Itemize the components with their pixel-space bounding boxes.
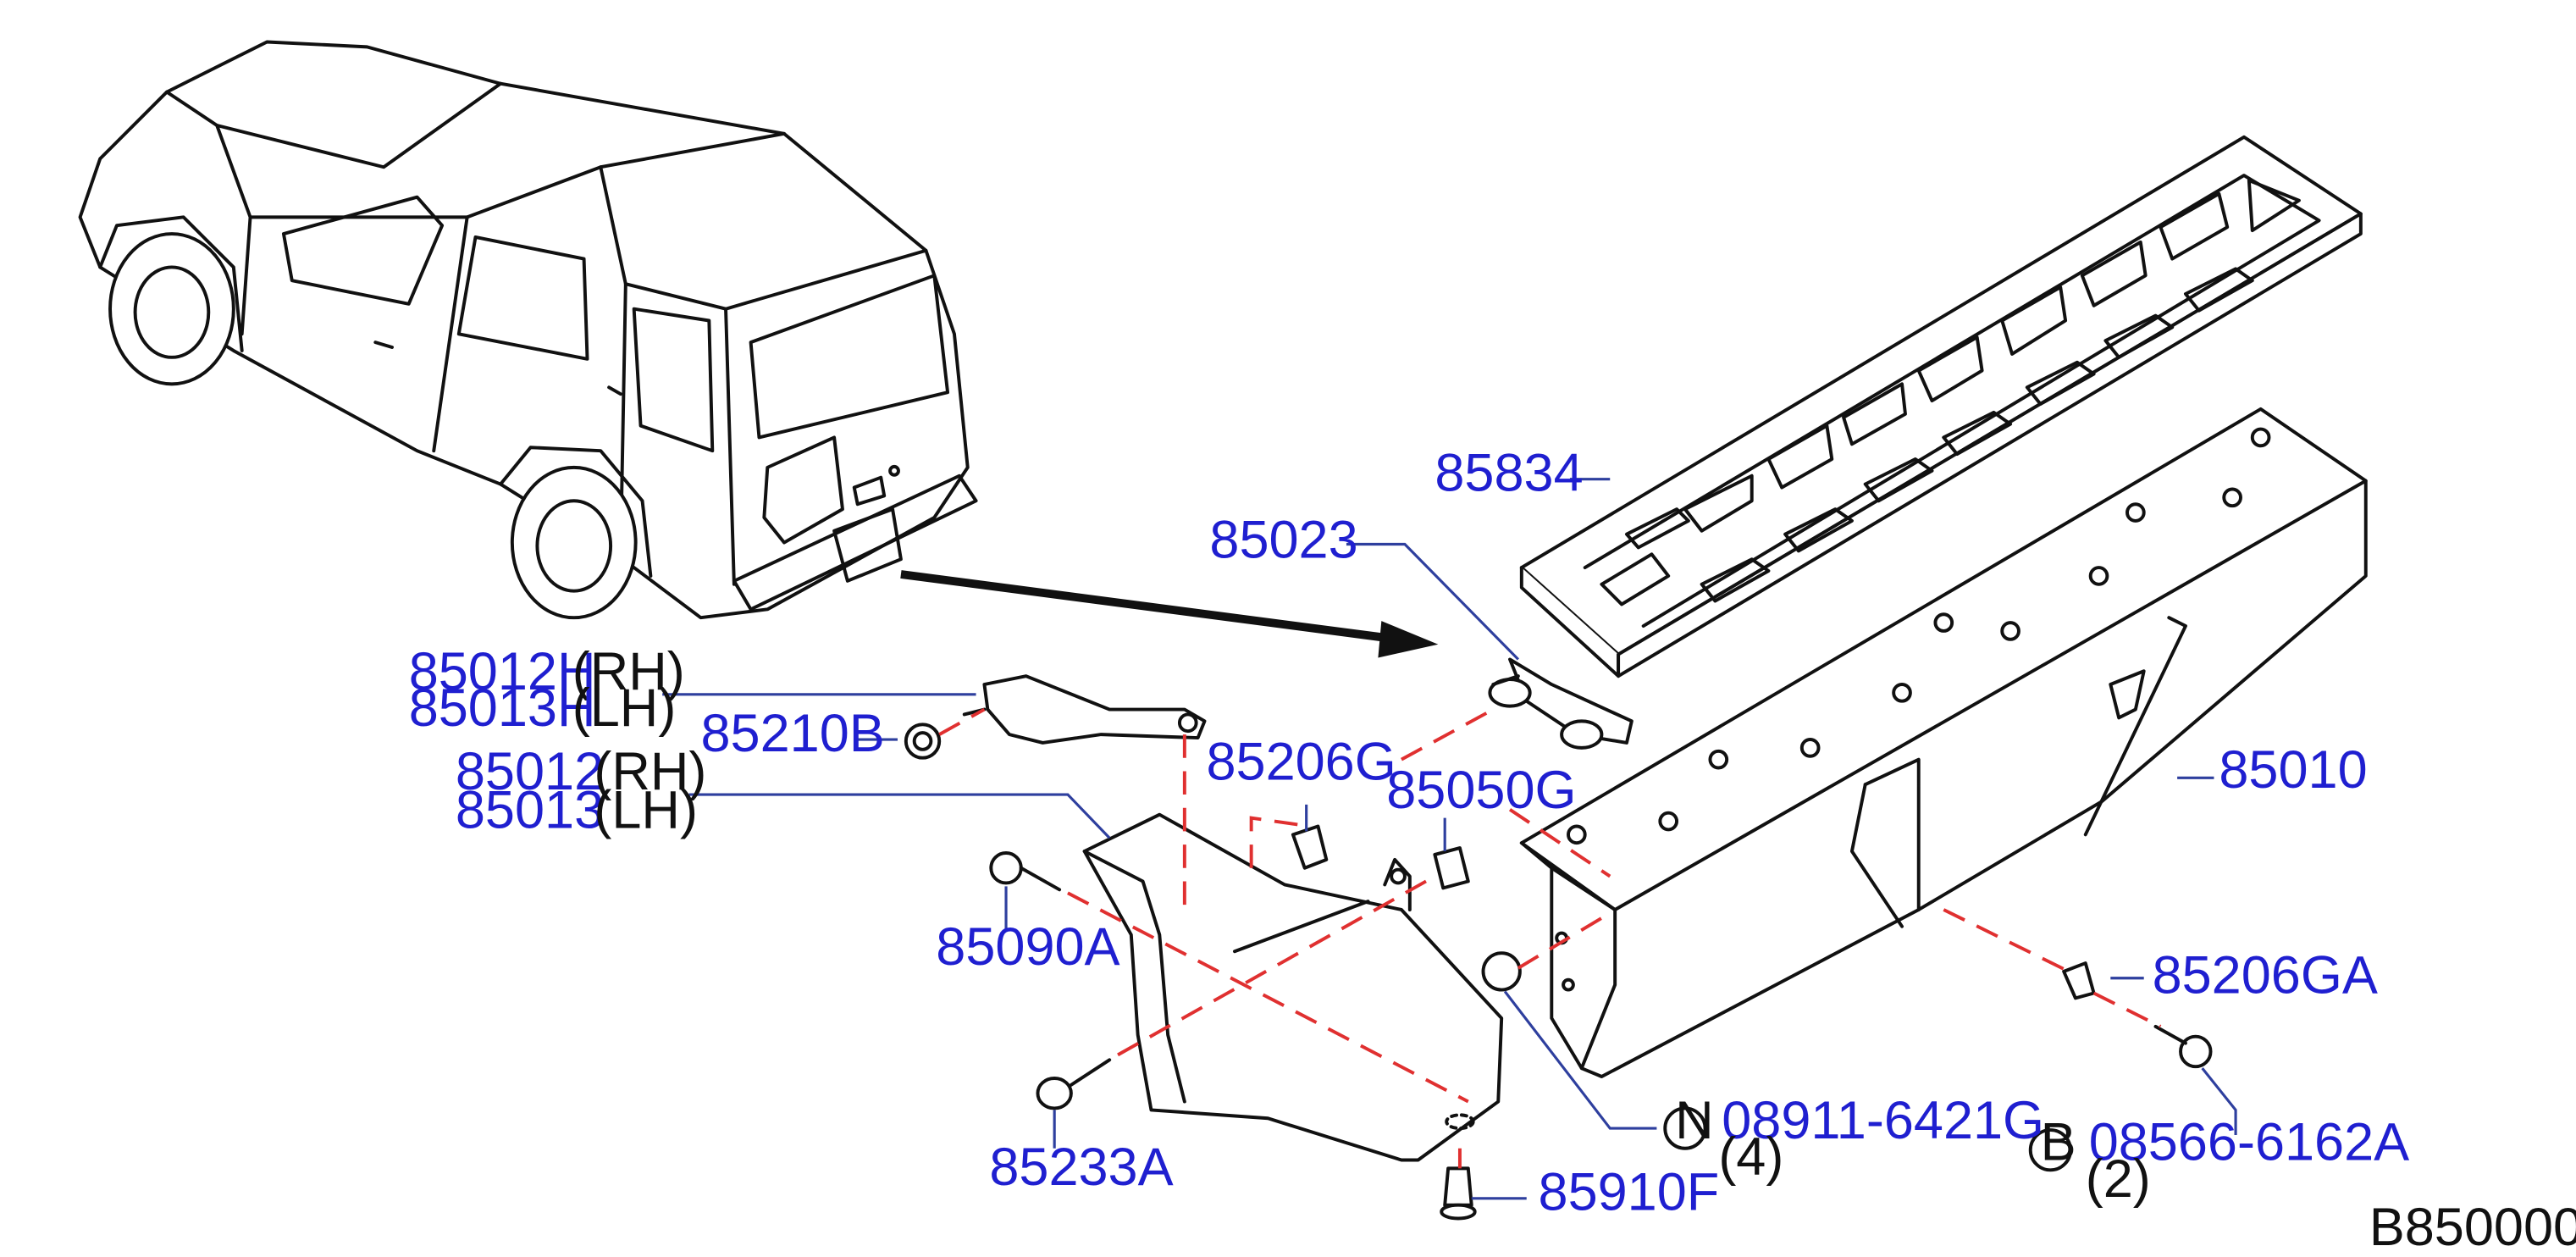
part-number-08911-6421G: 08911-6421G (1722, 1091, 2044, 1150)
clip-85206G (1291, 824, 1329, 870)
part-number-85090A: 85090A (936, 917, 1119, 977)
diagram-reference-code: B8500003 (2369, 1198, 2576, 1257)
part-number-85013: 85013 (456, 780, 604, 839)
side-lh-2: (LH) (594, 780, 698, 839)
part-number-85012H: 85012H (409, 642, 596, 701)
quantity-2: (2) (2086, 1149, 2151, 1209)
bolt-85233A (1036, 1058, 1112, 1110)
part-number-85233A: 85233A (989, 1138, 1173, 1197)
part-number-85010: 85010 (2219, 740, 2367, 800)
clip-85206GA (2062, 961, 2096, 1000)
vehicle-illustration (78, 40, 1439, 658)
part-number-85206G: 85206G (1206, 732, 1396, 791)
side-rh-2: (RH) (594, 742, 706, 801)
assembly-lines (938, 707, 2162, 1169)
symbol-b-letter: B (2041, 1113, 2076, 1172)
clip-85910F (1440, 1166, 1477, 1221)
step-pad-85834 (1519, 135, 2363, 678)
part-number-85910F: 85910F (1539, 1163, 1720, 1222)
nut-08911 (1481, 951, 1522, 992)
nut-85210B (904, 723, 942, 760)
symbol-circle-n (1663, 1106, 1707, 1150)
part-number-85013H: 85013H (409, 678, 596, 738)
side-rh-1: (RH) (572, 642, 685, 701)
bracket-85023 (1488, 657, 1633, 750)
part-number-85012: 85012 (456, 742, 604, 801)
quantity-4: (4) (1718, 1127, 1783, 1187)
symbol-circle-b (2028, 1128, 2072, 1172)
bolt-85090A (989, 851, 1062, 892)
part-number-85210B: 85210B (700, 704, 884, 763)
leader-lines (662, 478, 2237, 1200)
part-number-85834: 85834 (1434, 443, 1583, 502)
nut-85050G (1433, 846, 1470, 890)
bracket-85012H (962, 674, 1207, 745)
part-number-85206GA: 85206GA (2153, 945, 2378, 1005)
main-bracket-85012 (1082, 812, 1504, 1162)
part-number-85023: 85023 (1209, 510, 1357, 569)
symbol-n-letter: N (1675, 1091, 1714, 1150)
part-number-08566-6162A: 08566-6162A (2089, 1113, 2410, 1172)
bolt-08566 (2153, 1024, 2213, 1069)
bumper-reinforcement-85010 (1519, 407, 2368, 1078)
part-number-85050G: 85050G (1386, 761, 1576, 820)
labels: 85834 85023 85012H (RH) 85013H (LH) 8521… (409, 443, 2576, 1257)
side-lh-1: (LH) (572, 678, 677, 738)
